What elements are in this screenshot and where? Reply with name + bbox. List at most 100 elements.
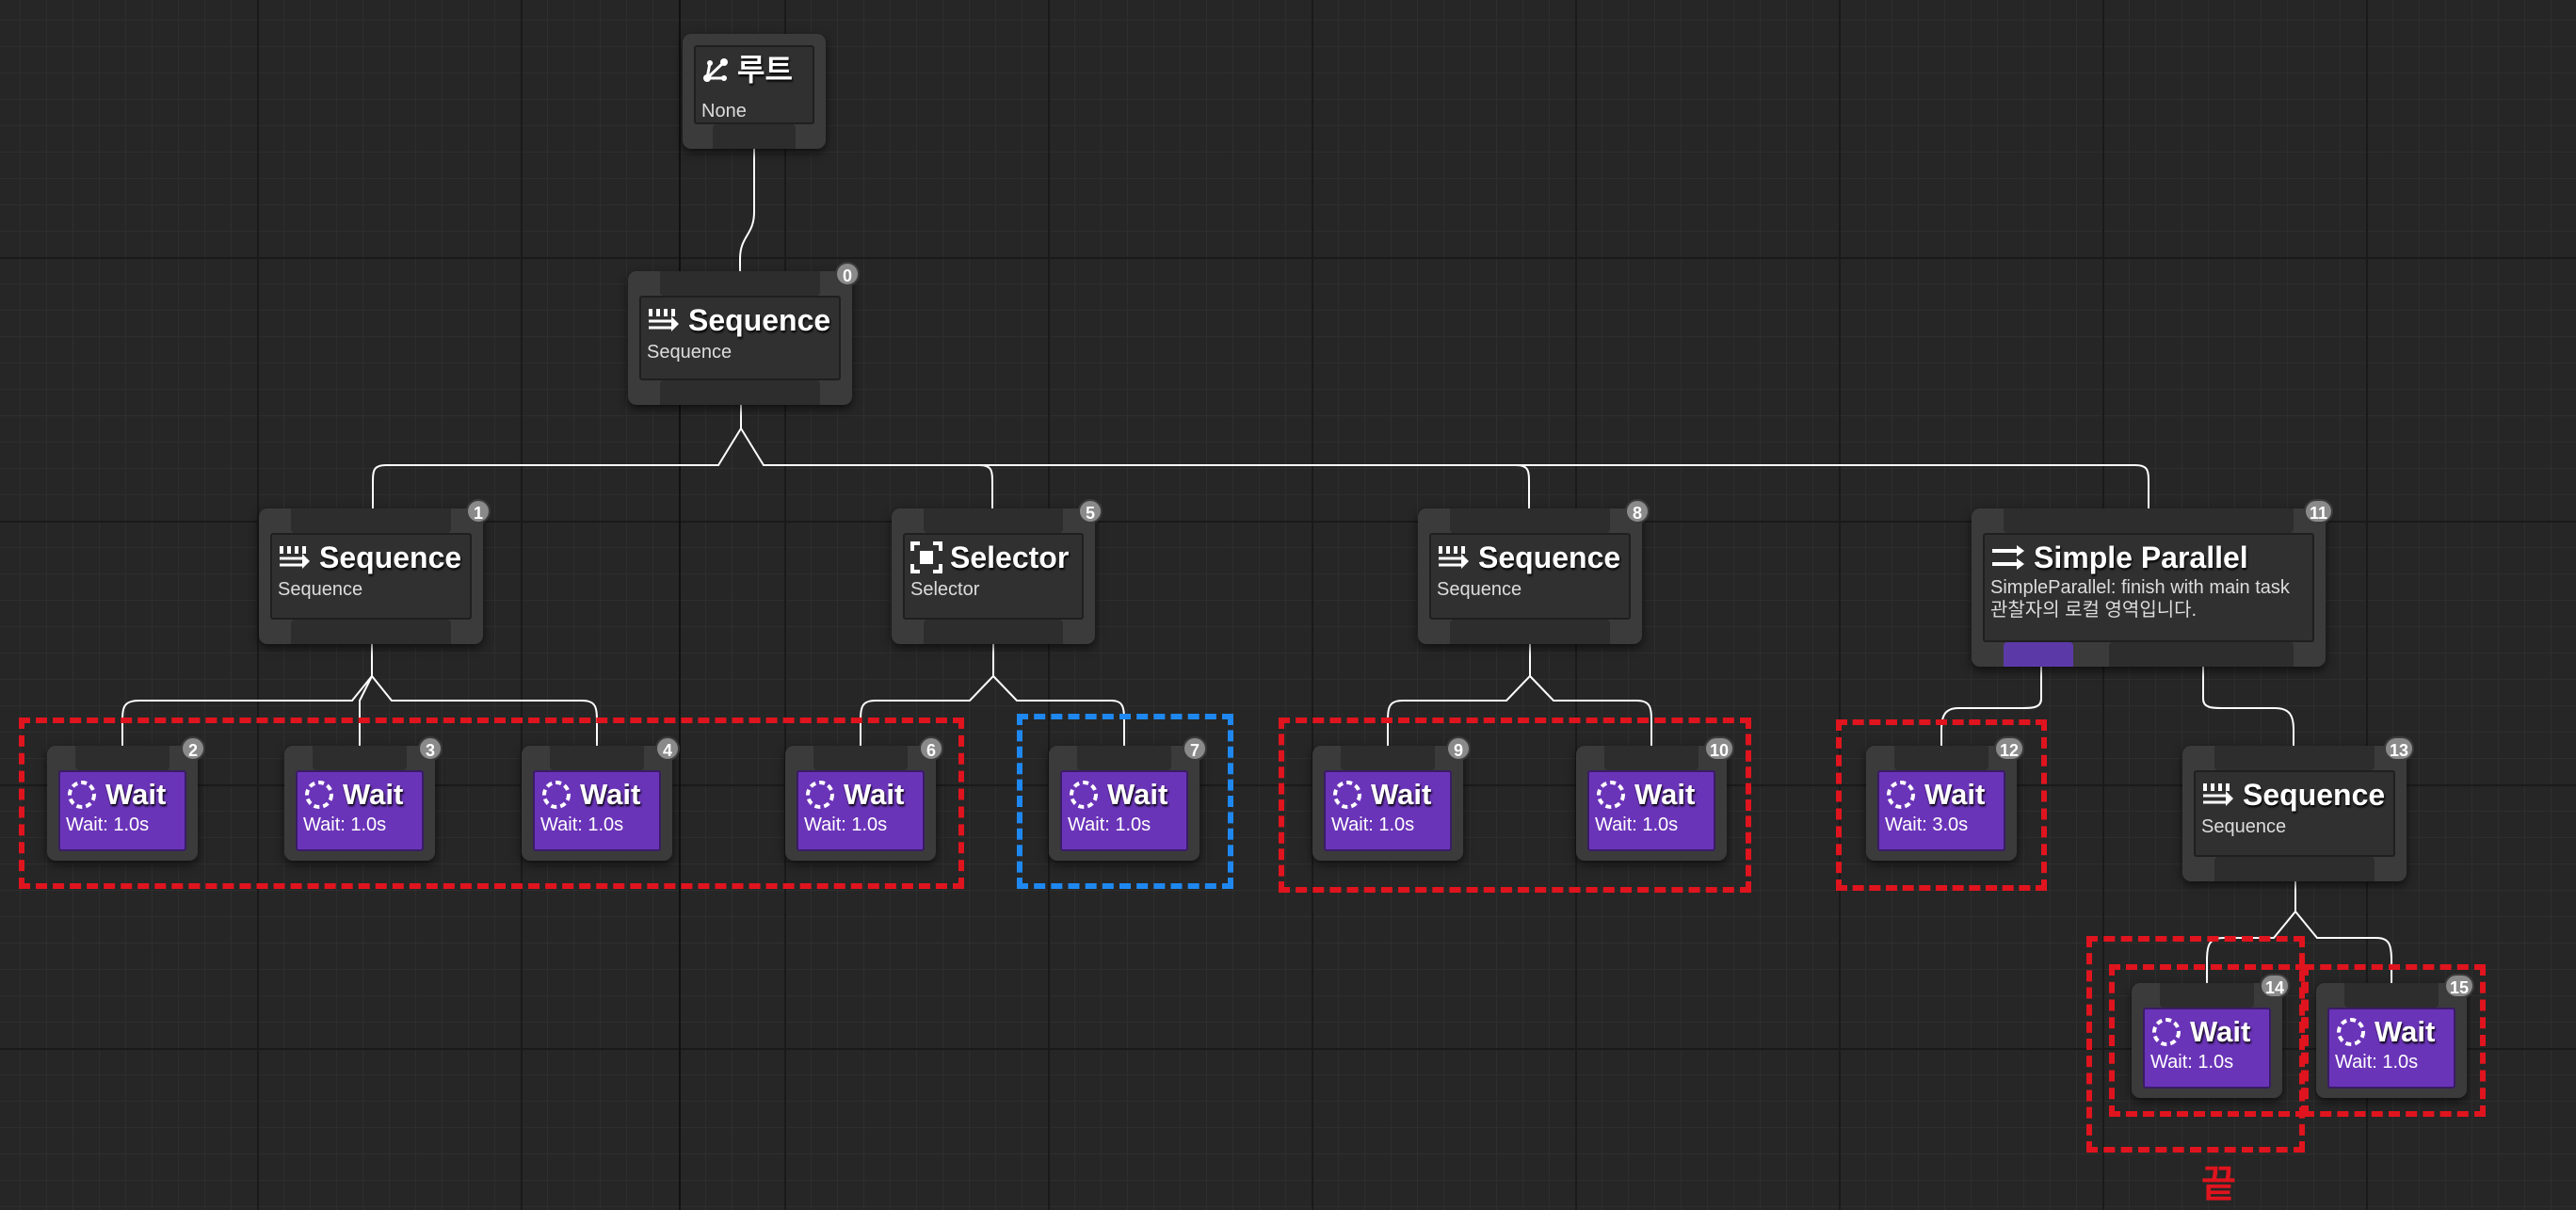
wait-node-2[interactable]: Wait Wait: 1.0s 2 xyxy=(47,736,205,861)
wait-icon xyxy=(68,781,96,809)
highlight-box-blue xyxy=(1017,714,1233,889)
root-title: 루트 xyxy=(737,53,793,87)
node-title: Wait xyxy=(1371,778,1432,811)
execution-index-badge: 10 xyxy=(1703,736,1734,761)
output-pin[interactable] xyxy=(660,380,820,405)
input-pin[interactable] xyxy=(2214,746,2375,770)
node-subtitle: Sequence xyxy=(647,342,733,363)
execution-index-badge: 1 xyxy=(466,499,491,524)
input-pin[interactable] xyxy=(813,746,908,770)
sequence-node-13[interactable]: Sequence Sequence 13 xyxy=(2182,736,2414,881)
node-title: Sequence xyxy=(1478,540,1621,574)
execution-index-badge: 15 xyxy=(2443,974,2474,998)
node-title: Simple Parallel xyxy=(2034,540,2248,574)
sequence-node-1[interactable]: Sequence Sequence 1 xyxy=(259,499,491,644)
execution-index-badge: 7 xyxy=(1183,736,1207,761)
root-node[interactable]: 루트 None xyxy=(683,34,826,149)
wait-node-14[interactable]: Wait Wait: 1.0s 14 xyxy=(2132,974,2290,1098)
highlight-box-red xyxy=(2303,964,2486,1117)
output-pin[interactable] xyxy=(1450,620,1610,644)
node-title: Wait xyxy=(580,778,641,811)
background-tree-pin[interactable] xyxy=(2109,642,2294,667)
main-task-pin[interactable] xyxy=(2004,642,2073,667)
input-pin[interactable] xyxy=(1341,746,1435,770)
selector-node-5[interactable]: Selector Selector 5 xyxy=(892,499,1103,644)
input-pin[interactable] xyxy=(1450,508,1610,533)
highlight-box-red xyxy=(19,718,964,889)
execution-index-badge: 2 xyxy=(181,736,205,761)
execution-index-badge: 5 xyxy=(1078,499,1103,524)
node-subtitle: Selector xyxy=(910,579,980,600)
output-pin[interactable] xyxy=(2214,857,2375,881)
wire-0-5 xyxy=(740,428,1001,521)
node-title: Wait xyxy=(844,778,905,811)
node-subtitle: Sequence xyxy=(2201,816,2287,837)
execution-index-badge: 8 xyxy=(1625,499,1650,524)
node-title: Wait xyxy=(2190,1015,2251,1048)
wait-icon xyxy=(305,781,333,809)
node-description: 관찰자의 로컬 영역입니다. xyxy=(1990,600,2198,621)
node-subtitle: Sequence xyxy=(1437,579,1522,600)
wait-icon xyxy=(2152,1018,2181,1046)
execution-index-badge: 12 xyxy=(1993,736,2024,761)
input-pin[interactable] xyxy=(924,508,1063,533)
input-pin[interactable] xyxy=(1894,746,1988,770)
execution-index-badge: 3 xyxy=(418,736,443,761)
sequence-icon xyxy=(2203,783,2233,806)
input-pin[interactable] xyxy=(2160,983,2254,1008)
input-pin[interactable] xyxy=(2004,508,2294,533)
execution-index-badge: 13 xyxy=(2383,736,2414,761)
node-title: Wait xyxy=(2375,1015,2436,1048)
node-subtitle: Wait: 1.0s xyxy=(2150,1052,2234,1073)
wait-node-12[interactable]: Wait Wait: 3.0s 12 xyxy=(1866,736,2024,861)
wait-icon xyxy=(1887,781,1915,809)
wait-icon xyxy=(1333,781,1361,809)
input-pin[interactable] xyxy=(550,746,644,770)
node-title: Wait xyxy=(1924,778,1986,811)
input-pin[interactable] xyxy=(291,508,451,533)
highlight-box-red xyxy=(1279,718,1751,893)
sequence-icon xyxy=(1439,546,1469,569)
output-pin[interactable] xyxy=(924,620,1063,644)
node-subtitle: Wait: 1.0s xyxy=(66,815,150,835)
node-subtitle: Wait: 1.0s xyxy=(2335,1052,2419,1073)
wait-node-15[interactable]: Wait Wait: 1.0s 15 xyxy=(2316,974,2474,1098)
sequence-node-0[interactable]: Sequence Sequence 0 xyxy=(628,262,860,405)
wait-node-7[interactable]: Wait Wait: 1.0s 7 xyxy=(1049,736,1207,861)
highlight-box-red xyxy=(1836,719,2047,891)
node-subtitle: SimpleParallel: finish with main task xyxy=(1990,577,2290,598)
node-subtitle: Wait: 1.0s xyxy=(1595,815,1679,835)
wait-node-6[interactable]: Wait Wait: 1.0s 6 xyxy=(785,736,943,861)
node-subtitle: Wait: 3.0s xyxy=(1885,815,1969,835)
input-pin[interactable] xyxy=(1077,746,1171,770)
node-title: Wait xyxy=(105,778,167,811)
wait-node-3[interactable]: Wait Wait: 1.0s 3 xyxy=(284,736,443,861)
simple-parallel-node-11[interactable]: Simple Parallel SimpleParallel: finish w… xyxy=(1972,499,2333,667)
sequence-icon xyxy=(280,546,310,569)
wire-11-13 xyxy=(2202,667,2302,758)
node-title: Sequence xyxy=(2243,778,2386,812)
node-subtitle: Sequence xyxy=(278,579,363,600)
root-output-pin[interactable] xyxy=(713,124,796,149)
input-pin[interactable] xyxy=(75,746,169,770)
output-pin[interactable] xyxy=(291,620,451,644)
sequence-icon xyxy=(649,309,679,331)
execution-index-badge: 11 xyxy=(2303,499,2333,524)
input-pin[interactable] xyxy=(2344,983,2439,1008)
selector-icon xyxy=(910,541,942,573)
input-pin[interactable] xyxy=(1604,746,1699,770)
input-pin[interactable] xyxy=(660,271,820,296)
wait-node-10[interactable]: Wait Wait: 1.0s 10 xyxy=(1576,736,1734,861)
root-subtitle: None xyxy=(701,101,747,121)
wait-node-4[interactable]: Wait Wait: 1.0s 4 xyxy=(522,736,680,861)
highlight-box-red xyxy=(2109,964,2307,1117)
node-subtitle: Wait: 1.0s xyxy=(804,815,888,835)
execution-index-badge: 0 xyxy=(835,262,860,286)
sequence-node-8[interactable]: Sequence Sequence 8 xyxy=(1418,499,1650,644)
node-title: Wait xyxy=(343,778,404,811)
node-title: Sequence xyxy=(688,303,831,337)
node-subtitle: Wait: 1.0s xyxy=(540,815,624,835)
wait-node-9[interactable]: Wait Wait: 1.0s 9 xyxy=(1312,736,1471,861)
wait-icon xyxy=(1070,781,1098,809)
input-pin[interactable] xyxy=(313,746,407,770)
